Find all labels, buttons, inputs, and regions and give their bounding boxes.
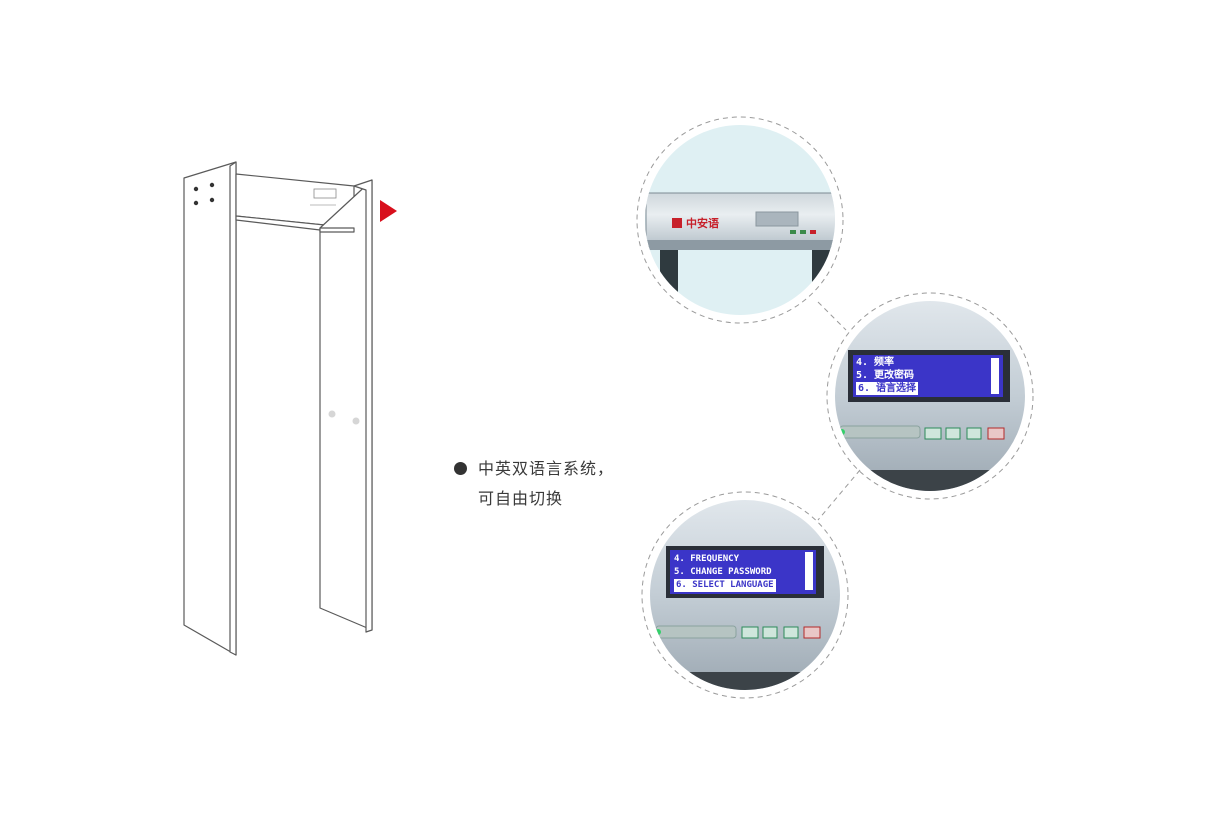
sensor-dot	[352, 417, 360, 425]
right-pillar	[319, 179, 373, 631]
brand-logo-text: 中安语	[686, 217, 719, 230]
zoom-circle-chinese-menu	[826, 292, 1034, 500]
pointer-arrow-icon	[380, 200, 397, 222]
lcd-menu-chinese: 4. 频率 5. 更改密码 6. 语言选择	[856, 356, 919, 395]
feature-line-2: 可自由切换	[478, 489, 564, 508]
crossbar-display	[313, 188, 337, 199]
lcd-menu-item: 4. FREQUENCY	[674, 554, 740, 564]
feature-line-1: 中英双语言系统，	[478, 459, 615, 478]
lcd-menu-item: 4. 频率	[856, 357, 895, 368]
connector-line	[817, 469, 861, 521]
left-pillar-side	[183, 161, 237, 656]
connector-line	[817, 301, 847, 331]
feature-description: 中英双语言系统， 可自由切换	[454, 454, 614, 514]
zoom-circle-device-top	[636, 116, 844, 324]
lcd-menu-item-selected: 6. 语言选择	[856, 382, 919, 395]
lcd-menu-item-selected: 6. SELECT LANGUAGE	[674, 579, 776, 592]
bullet-icon	[454, 462, 467, 475]
zoom-circle-english-menu	[641, 491, 849, 699]
speaker-dots	[193, 182, 215, 206]
lcd-menu-english: 4. FREQUENCY 5. CHANGE PASSWORD 6. SELEC…	[674, 553, 776, 592]
sensor-dot	[328, 410, 336, 418]
lcd-menu-item: 5. CHANGE PASSWORD	[674, 567, 772, 577]
lcd-menu-item: 5. 更改密码	[856, 370, 915, 381]
